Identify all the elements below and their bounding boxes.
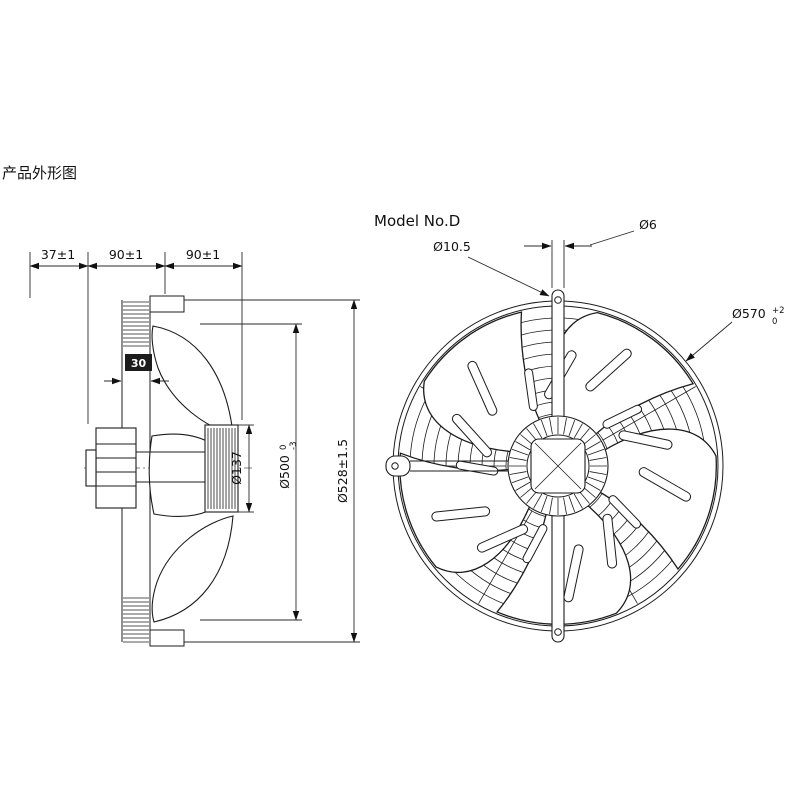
mount-ring-fins-top [123, 301, 149, 347]
model-label: Model No.D [374, 212, 460, 230]
mount-tab-hole [391, 462, 399, 470]
front-view-dimensions: Ø10.5 Ø6 Ø570 +2 0 [433, 217, 785, 362]
dim-label-90a: 90±1 [109, 247, 143, 262]
flange-tab-bottom [149, 629, 185, 647]
dim-label-137: Ø137 [229, 451, 244, 485]
dim-label-528: Ø528±1.5 [335, 439, 350, 503]
strip-hole-top [554, 296, 562, 304]
dim-label-500-tol-lower: -3 [289, 442, 299, 450]
front-view [368, 288, 724, 650]
dim-label-90b: 90±1 [186, 247, 220, 262]
dim-box-30 [125, 354, 152, 371]
strip-hole-bottom [554, 628, 562, 636]
leader-line-570 [685, 321, 733, 362]
dim-label-570-tol-lower: 0 [772, 317, 777, 327]
fan-blade-side-bottom [151, 515, 234, 623]
dim-label-30: 30 [131, 357, 147, 370]
dim-label-500: Ø500 [277, 455, 292, 489]
fan-blade-side-top [151, 325, 234, 435]
page-title: 产品外形图 [2, 164, 77, 182]
side-view [84, 295, 252, 647]
hub-inner-circle [526, 434, 590, 498]
motor-hub [507, 415, 609, 517]
motor-body [95, 427, 137, 509]
side-view-dimensions: 37±1 90±1 90±1 30 Ø137 Ø500 0 -3 Ø528±1.… [29, 247, 360, 643]
leader-line-10-5 [467, 256, 550, 297]
hub-diagonal [534, 442, 582, 490]
motor-end-cap [85, 449, 97, 487]
flange-tab-top [149, 295, 185, 313]
dim-label-6: Ø6 [639, 217, 657, 232]
rotor-hub [204, 424, 239, 513]
dim-label-570: Ø570 [732, 306, 766, 321]
dim-label-500-tol-upper: 0 [279, 445, 289, 450]
rotor-hub-hatch [207, 428, 236, 509]
mount-ring-fins-bottom [123, 597, 149, 643]
dim-label-37: 37±1 [41, 247, 75, 262]
dim-label-10-5: Ø10.5 [433, 239, 471, 254]
dim-label-570-tol-upper: +2 [772, 306, 785, 316]
leader-line-6 [589, 230, 635, 246]
